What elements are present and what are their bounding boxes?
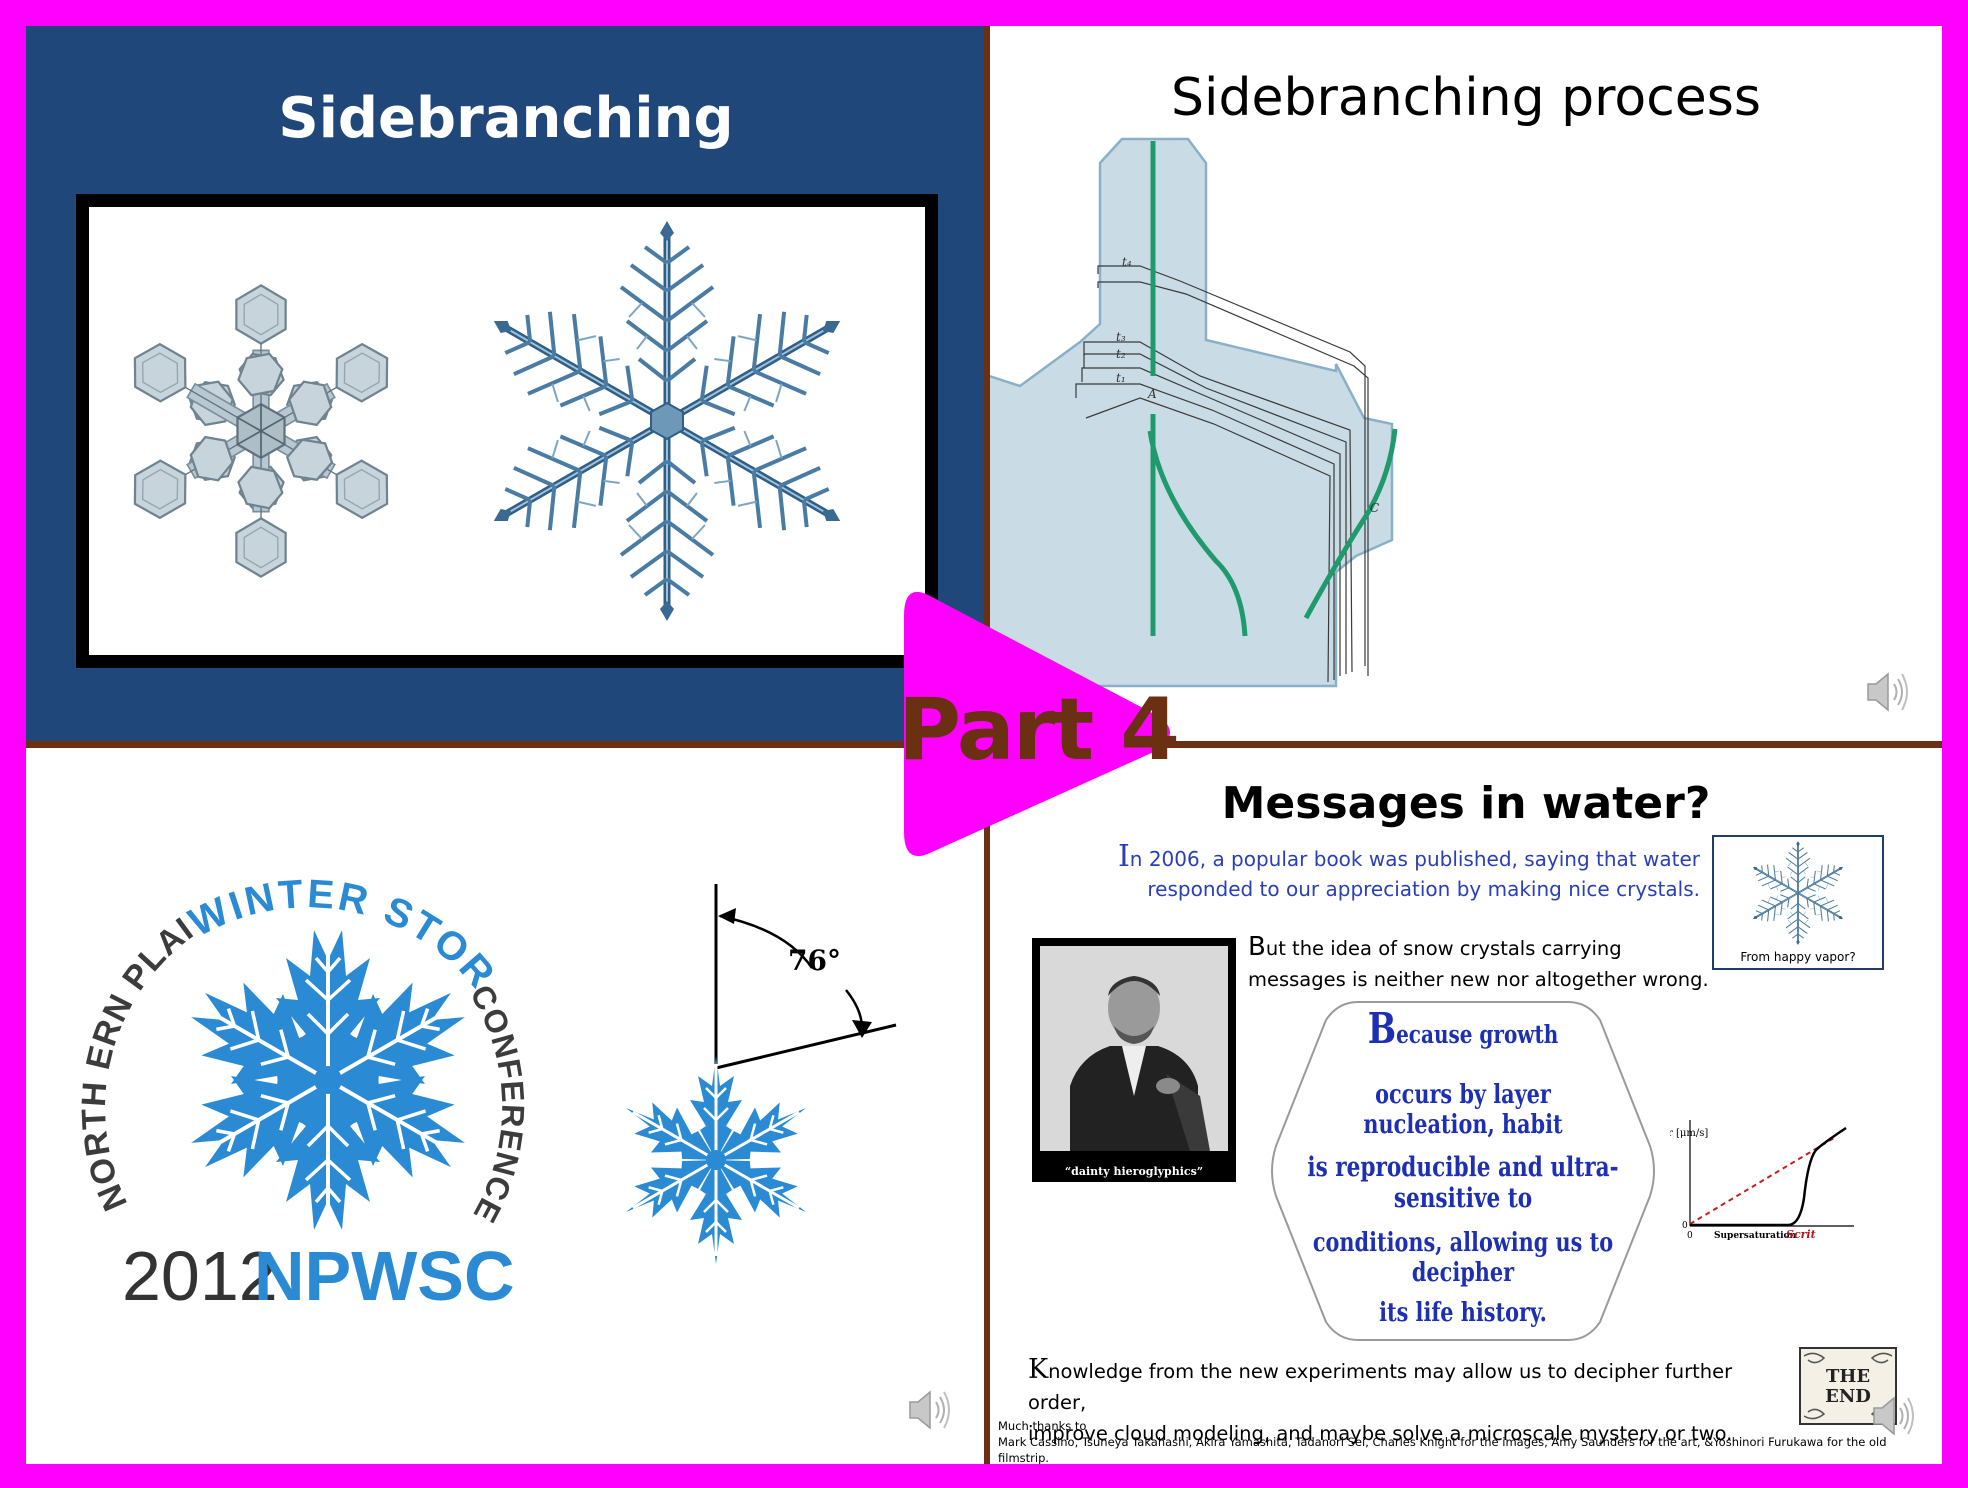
hex-line-2: occurs by layer nucleation, habit bbox=[1363, 1080, 1563, 1140]
small-snowflake-icon bbox=[1746, 840, 1850, 946]
part-label[interactable]: Part 4 bbox=[898, 680, 1180, 780]
logo-snowflake-icon bbox=[170, 928, 486, 1232]
knowledge-paragraph: Knowledge from the new experiments may a… bbox=[1028, 1354, 1733, 1445]
graph-scrit: Scrit bbox=[1786, 1228, 1816, 1241]
idea-paragraph: But the idea of snow crystals carrying m… bbox=[1248, 932, 1709, 991]
slide-sidebranching-process: Sidebranching process t₄ t₃ t₂ t₁ A C bbox=[990, 26, 1942, 741]
portrait-image bbox=[1040, 946, 1228, 1151]
dropcap: I bbox=[1117, 839, 1130, 874]
slide-sidebranching: Sidebranching bbox=[26, 26, 984, 741]
graph-xlabel: Supersaturation bbox=[1714, 1231, 1797, 1241]
crystal-photo-frame bbox=[76, 194, 938, 668]
intro-paragraph: In 2006, a popular book was published, s… bbox=[1117, 839, 1700, 902]
dropcap: K bbox=[1028, 1354, 1049, 1385]
bentley-portrait: “dainty hieroglyphics” bbox=[1032, 938, 1236, 1182]
label-t2: t₂ bbox=[1116, 347, 1126, 361]
label-t4: t₄ bbox=[1122, 255, 1132, 269]
acknowledgements: Much thanks to Mark Cassino, Tsuneya Tak… bbox=[998, 1419, 1887, 1464]
hex-line-5: its life history. bbox=[1379, 1298, 1547, 1328]
svg-text:NORTH ERN PLAINS: NORTH ERN PLAINS bbox=[26, 748, 201, 1216]
the-end-line-2: END bbox=[1825, 1386, 1871, 1407]
logo-acronym: NPWSC bbox=[254, 1237, 515, 1315]
slide-title: Sidebranching bbox=[278, 86, 734, 151]
hexagon-shape bbox=[1271, 1001, 1655, 1341]
logo-arc-top: WINTER STORM bbox=[26, 748, 502, 998]
graph-origin-x: 0 bbox=[1687, 1231, 1693, 1241]
hex-line-4: conditions, allowing us to decipher bbox=[1312, 1228, 1614, 1288]
crystal-outline bbox=[990, 137, 1394, 688]
label-a: A bbox=[1147, 387, 1157, 401]
speaker-icon[interactable] bbox=[1864, 670, 1916, 718]
graph-origin-y: 0 bbox=[1682, 1221, 1688, 1231]
growth-lines bbox=[1075, 265, 1369, 683]
play-triangle-icon[interactable] bbox=[896, 582, 1176, 882]
slide-title: Sidebranching process bbox=[1171, 68, 1761, 128]
svg-text:CONFERENCE: CONFERENCE bbox=[463, 979, 531, 1230]
hex-line-1: Because growth bbox=[1367, 1004, 1559, 1053]
graph-ylabel: r [μm/s] bbox=[1670, 1128, 1708, 1139]
dropcap: B bbox=[1248, 932, 1266, 962]
logo-arc-right: CONFERENCE bbox=[463, 979, 530, 1230]
label-t1: t₁ bbox=[1116, 371, 1126, 385]
logo-arc-left: NORTH ERN PLAINS bbox=[26, 748, 200, 1216]
svg-text:WINTER STORM: WINTER STORM bbox=[26, 748, 505, 998]
crystal-photo-panel bbox=[89, 207, 925, 655]
label-t3: t₃ bbox=[1116, 330, 1126, 344]
angle-diagram: 76° bbox=[714, 884, 897, 1070]
hex-line-3: is reproducible and ultra-sensitive to bbox=[1307, 1152, 1619, 1214]
growth-paths bbox=[1147, 141, 1398, 637]
angle-label: 76° bbox=[788, 944, 841, 977]
slide-title: Messages in water? bbox=[1221, 778, 1711, 829]
hexagon-callout: Because growth occurs by layer nucleatio… bbox=[1268, 996, 1658, 1346]
paper-snowflake-icon bbox=[611, 1054, 821, 1266]
speaker-icon[interactable] bbox=[1870, 1394, 1922, 1442]
image-caption: From happy vapor? bbox=[1740, 950, 1856, 964]
plate-crystal-image bbox=[96, 284, 426, 578]
slide-messages-in-water: Messages in water? In 2006, a popular bo… bbox=[990, 748, 1942, 1464]
npwsc-logo: NORTH ERN PLAINS WINTER STORM CONFERENCE… bbox=[26, 748, 897, 1315]
the-end-line-1: THE bbox=[1826, 1366, 1870, 1387]
slide-conference-logo: NORTH ERN PLAINS WINTER STORM CONFERENCE… bbox=[26, 748, 984, 1464]
label-c: C bbox=[1370, 501, 1379, 515]
logo-year: 2012 bbox=[122, 1237, 278, 1315]
sidebranching-diagram: t₄ t₃ t₂ t₁ A C bbox=[990, 137, 1398, 688]
growth-rate-graph: r [μm/s] 0 0 Supersaturation Scrit bbox=[1670, 1120, 1854, 1241]
portrait-caption: “dainty hieroglyphics” bbox=[1064, 1165, 1204, 1178]
snow-crystal-photos bbox=[96, 207, 925, 655]
dendrite-crystal-image bbox=[471, 221, 863, 621]
happy-vapor-image: From happy vapor? bbox=[1712, 835, 1884, 970]
speaker-icon[interactable] bbox=[906, 1388, 958, 1436]
